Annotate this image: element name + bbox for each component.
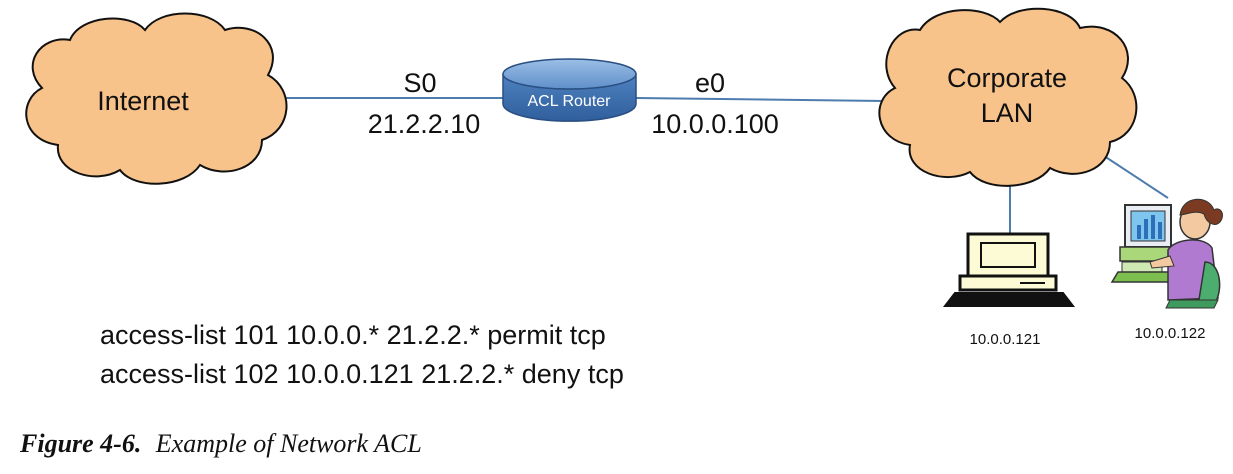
lan-label-line2: LAN [981, 98, 1034, 128]
internet-cloud: Internet [25, 12, 288, 185]
user-workstation-icon [1110, 198, 1223, 309]
link-router-lan [635, 97, 885, 102]
acl-router: ACL Router [502, 58, 637, 122]
pc1-ip: 10.0.0.121 [970, 331, 1041, 348]
lan-label-line1: Corporate [947, 63, 1067, 93]
acl-rule-1: access-list 101 10.0.0.* 21.2.2.* permit… [100, 320, 606, 350]
figure-caption: Figure 4-6. Example of Network ACL [19, 429, 422, 458]
pc2-ip: 10.0.0.122 [1135, 325, 1206, 342]
router-label: ACL Router [528, 93, 612, 110]
interface-e0-ip: 10.0.0.100 [651, 109, 779, 139]
internet-label: Internet [97, 86, 189, 116]
link-lan-pc2 [1094, 149, 1169, 199]
acl-rule-2: access-list 102 10.0.0.121 21.2.2.* deny… [100, 359, 624, 389]
figure-caption-number: Figure 4-6. [19, 429, 141, 458]
interface-s0-name: S0 [403, 68, 436, 98]
interface-s0-ip: 21.2.2.10 [368, 109, 481, 139]
computer-icon [942, 232, 1076, 307]
figure-caption-text: Example of Network ACL [155, 429, 422, 458]
interface-e0-name: e0 [695, 68, 725, 98]
corporate-lan-cloud: Corporate LAN [878, 7, 1138, 187]
